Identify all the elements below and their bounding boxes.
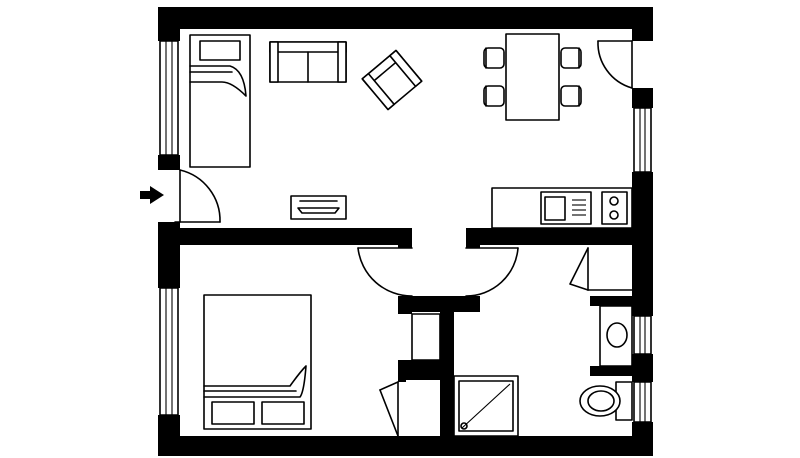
armchair — [361, 49, 423, 111]
dining-table — [505, 33, 560, 121]
window-living-left — [159, 40, 179, 156]
arrow-right-icon — [140, 186, 164, 204]
kitchen-sink — [540, 191, 592, 225]
right-wall-top — [632, 7, 653, 41]
window-bath-right-lower — [633, 381, 652, 423]
doors — [174, 40, 633, 437]
wall-living-bedroom — [158, 228, 412, 245]
window-bath-right — [633, 315, 652, 355]
wall-closet-left — [398, 296, 412, 314]
closet-door-lower — [379, 381, 399, 437]
dining-chair — [560, 85, 582, 107]
wall-hall-stub-right — [466, 228, 480, 248]
wall-bath-upper — [590, 296, 653, 306]
dining-chair — [483, 47, 505, 69]
wall-hall-stub-left — [398, 228, 412, 248]
tv-console — [290, 195, 347, 220]
window-kitchen-right — [633, 107, 652, 173]
double-bed — [203, 294, 312, 430]
cooktop — [601, 191, 628, 225]
dining-chair — [483, 85, 505, 107]
wall-living-bath — [466, 228, 653, 245]
entrance-door — [174, 169, 221, 223]
single-bed — [189, 34, 251, 168]
windows — [159, 40, 652, 423]
top-left-corner-wall — [158, 7, 180, 41]
sofa — [269, 41, 347, 83]
wall-hall-bottom — [398, 296, 480, 312]
top-wall — [158, 7, 653, 29]
wardrobe — [411, 313, 441, 361]
washbasin — [599, 305, 633, 367]
bottom-wall — [158, 436, 653, 456]
shower-tray — [453, 375, 519, 437]
dining-chair — [560, 47, 582, 69]
left-wall-segment — [158, 155, 180, 170]
bedroom-door — [357, 247, 413, 297]
bathroom-door — [465, 247, 519, 297]
front-door-right — [597, 40, 633, 89]
wall-bath-lower — [590, 366, 653, 376]
toilet — [579, 381, 633, 421]
wall-closet-mid — [398, 360, 454, 380]
wall-closet-low — [398, 360, 406, 382]
window-bedroom-left — [159, 287, 179, 416]
interior-walls — [158, 228, 653, 456]
right-wall-bottom — [632, 422, 653, 456]
closet-door-upper — [569, 247, 633, 291]
right-wall-mid — [632, 88, 653, 108]
